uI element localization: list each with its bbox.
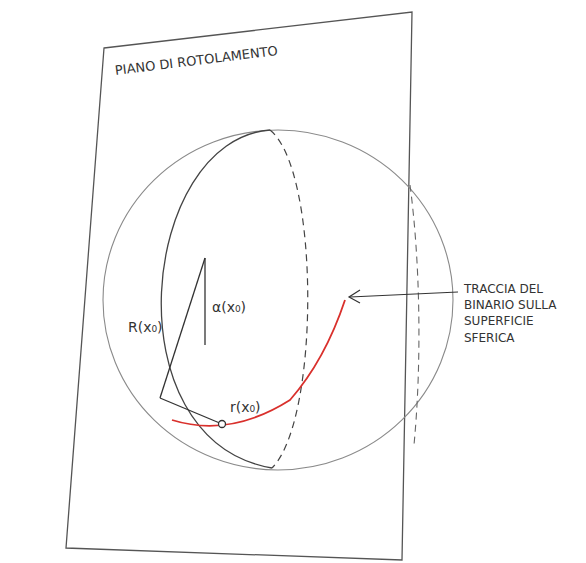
leader-line (350, 292, 458, 297)
great-circle-back (270, 130, 308, 468)
radius-line (160, 258, 205, 398)
rolling-plane (66, 12, 412, 560)
radius-label: R(x₀) (128, 318, 163, 337)
leader-arrowhead (349, 290, 360, 303)
contact-point (219, 421, 226, 428)
local-radius-label: r(x₀) (230, 398, 261, 417)
sphere-outline (103, 130, 453, 470)
section-line (410, 185, 419, 445)
plane-label: PIANO DI ROTOLAMENTO (114, 42, 279, 79)
vertical-line (204, 258, 205, 345)
track-trace (172, 300, 345, 426)
callout-note: TRACCIA DEL BINARIO SULLA SUPERFICIE SFE… (462, 280, 578, 347)
local-radius-line (160, 398, 222, 424)
angle-label: α(x₀) (212, 298, 246, 317)
